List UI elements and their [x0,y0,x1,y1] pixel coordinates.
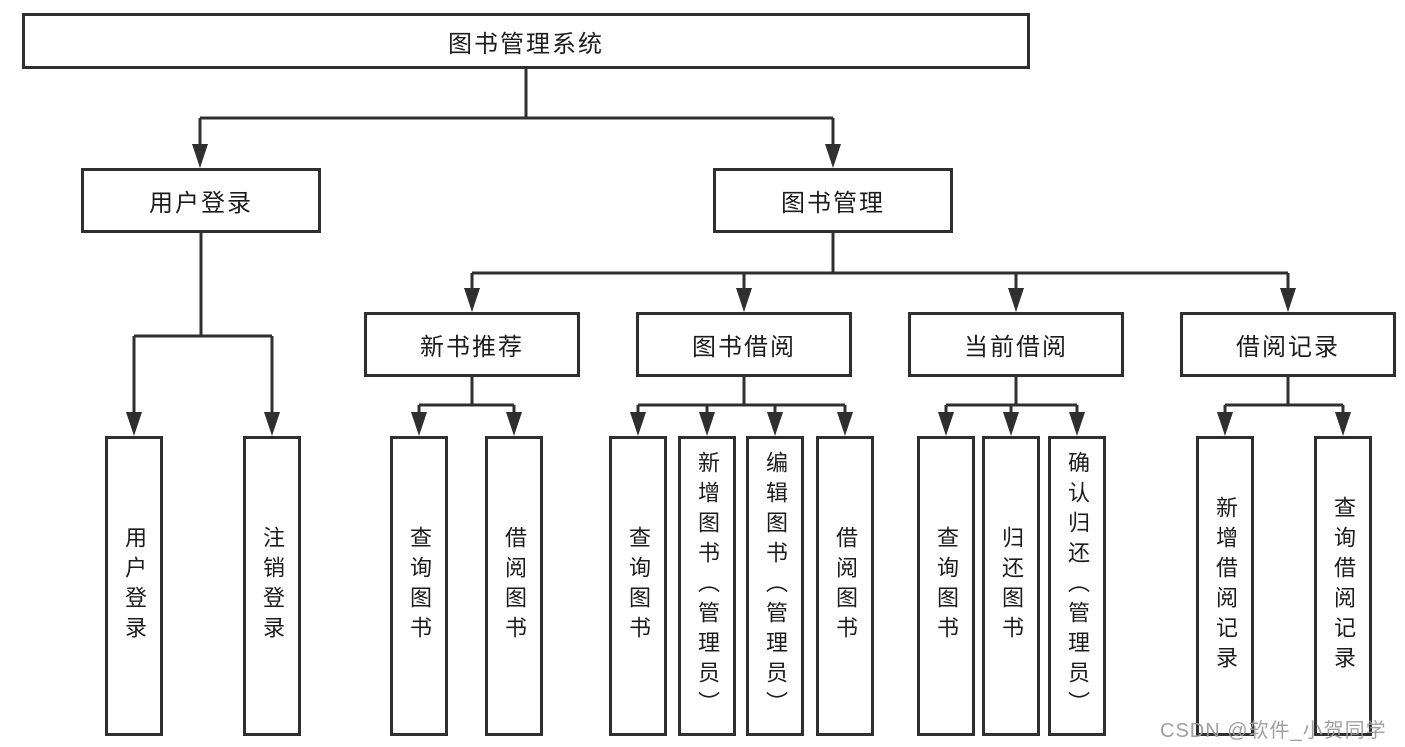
leaf-current-confirm-return-admin: 确认归还（管理员） [1048,436,1106,736]
node-book-borrow-label: 图书借阅 [692,334,796,361]
node-new-book-recommend-label: 新书推荐 [420,334,524,361]
node-borrow-records: 借阅记录 [1180,312,1396,377]
arrowhead [1069,412,1085,436]
leaf-recommend-borrow-books-label: 借阅图书 [502,526,527,646]
arrowhead [1335,412,1351,436]
arrowhead [767,412,783,436]
arrowhead [506,412,522,436]
connector-new-book-recommend-branch [411,377,522,436]
arrowhead [1003,412,1019,436]
node-borrow-records-label: 借阅记录 [1236,334,1340,361]
leaf-records-query-record: 查询借阅记录 [1314,436,1372,736]
arrowhead [1217,412,1233,436]
connector-borrow-records-branch [1217,377,1351,436]
arrowhead [938,412,954,436]
leaf-current-return-books-label: 归还图书 [999,526,1024,646]
node-book-borrow: 图书借阅 [636,312,852,377]
connector-current-borrow-branch [938,377,1085,436]
leaf-current-query-books-label: 查询图书 [934,526,959,646]
node-root-label: 图书管理系统 [448,30,604,58]
leaf-user-login-label: 用户登录 [122,526,147,646]
leaf-borrow-add-books-admin: 新增图书（管理员） [678,436,736,736]
leaf-current-query-books: 查询图书 [917,436,975,736]
leaf-records-add-record: 新增借阅记录 [1196,436,1254,736]
leaf-borrow-query-books-label: 查询图书 [626,526,651,646]
watermark: CSDN @软件_小贺同学 [1160,720,1387,742]
arrowhead [1008,288,1024,312]
connector-book-borrow-branch [630,377,853,436]
leaf-recommend-query-books-label: 查询图书 [407,526,432,646]
connector-book-management-branch [464,233,1296,312]
leaf-borrow-query-books: 查询图书 [609,436,667,736]
leaf-current-confirm-return-admin-label: 确认归还（管理员） [1065,451,1090,721]
arrowhead [411,412,427,436]
leaf-current-return-books: 归还图书 [982,436,1040,736]
node-current-borrow: 当前借阅 [908,312,1124,377]
leaf-user-login: 用户登录 [105,436,163,736]
node-root: 图书管理系统 [22,13,1030,69]
leaf-logout-label: 注销登录 [260,526,285,646]
arrowhead [630,412,646,436]
arrowhead [264,412,280,436]
arrowhead [825,144,841,168]
leaf-borrow-edit-books-admin-label: 编辑图书（管理员） [763,451,788,721]
arrowhead [464,288,480,312]
arrowhead [837,412,853,436]
leaf-borrow-add-books-admin-label: 新增图书（管理员） [695,451,720,721]
arrowhead [192,144,208,168]
node-current-borrow-label: 当前借阅 [964,334,1068,361]
node-user-login: 用户登录 [81,168,321,233]
leaf-records-add-record-label: 新增借阅记录 [1213,496,1238,676]
leaf-records-query-record-label: 查询借阅记录 [1331,496,1356,676]
node-book-management-label: 图书管理 [781,190,885,217]
connector-root-to-level2 [192,69,841,168]
arrowhead [1280,288,1296,312]
leaf-borrow-edit-books-admin: 编辑图书（管理员） [746,436,804,736]
arrowhead [126,412,142,436]
connector-user-login-branch [126,233,280,436]
leaf-borrow-borrow-books: 借阅图书 [816,436,874,736]
leaf-recommend-borrow-books: 借阅图书 [485,436,543,736]
leaf-borrow-borrow-books-label: 借阅图书 [833,526,858,646]
node-new-book-recommend: 新书推荐 [364,312,580,377]
arrowhead [736,288,752,312]
leaf-logout: 注销登录 [243,436,301,736]
node-book-management: 图书管理 [713,168,953,233]
node-user-login-label: 用户登录 [149,190,253,217]
arrowhead [699,412,715,436]
leaf-recommend-query-books: 查询图书 [390,436,448,736]
